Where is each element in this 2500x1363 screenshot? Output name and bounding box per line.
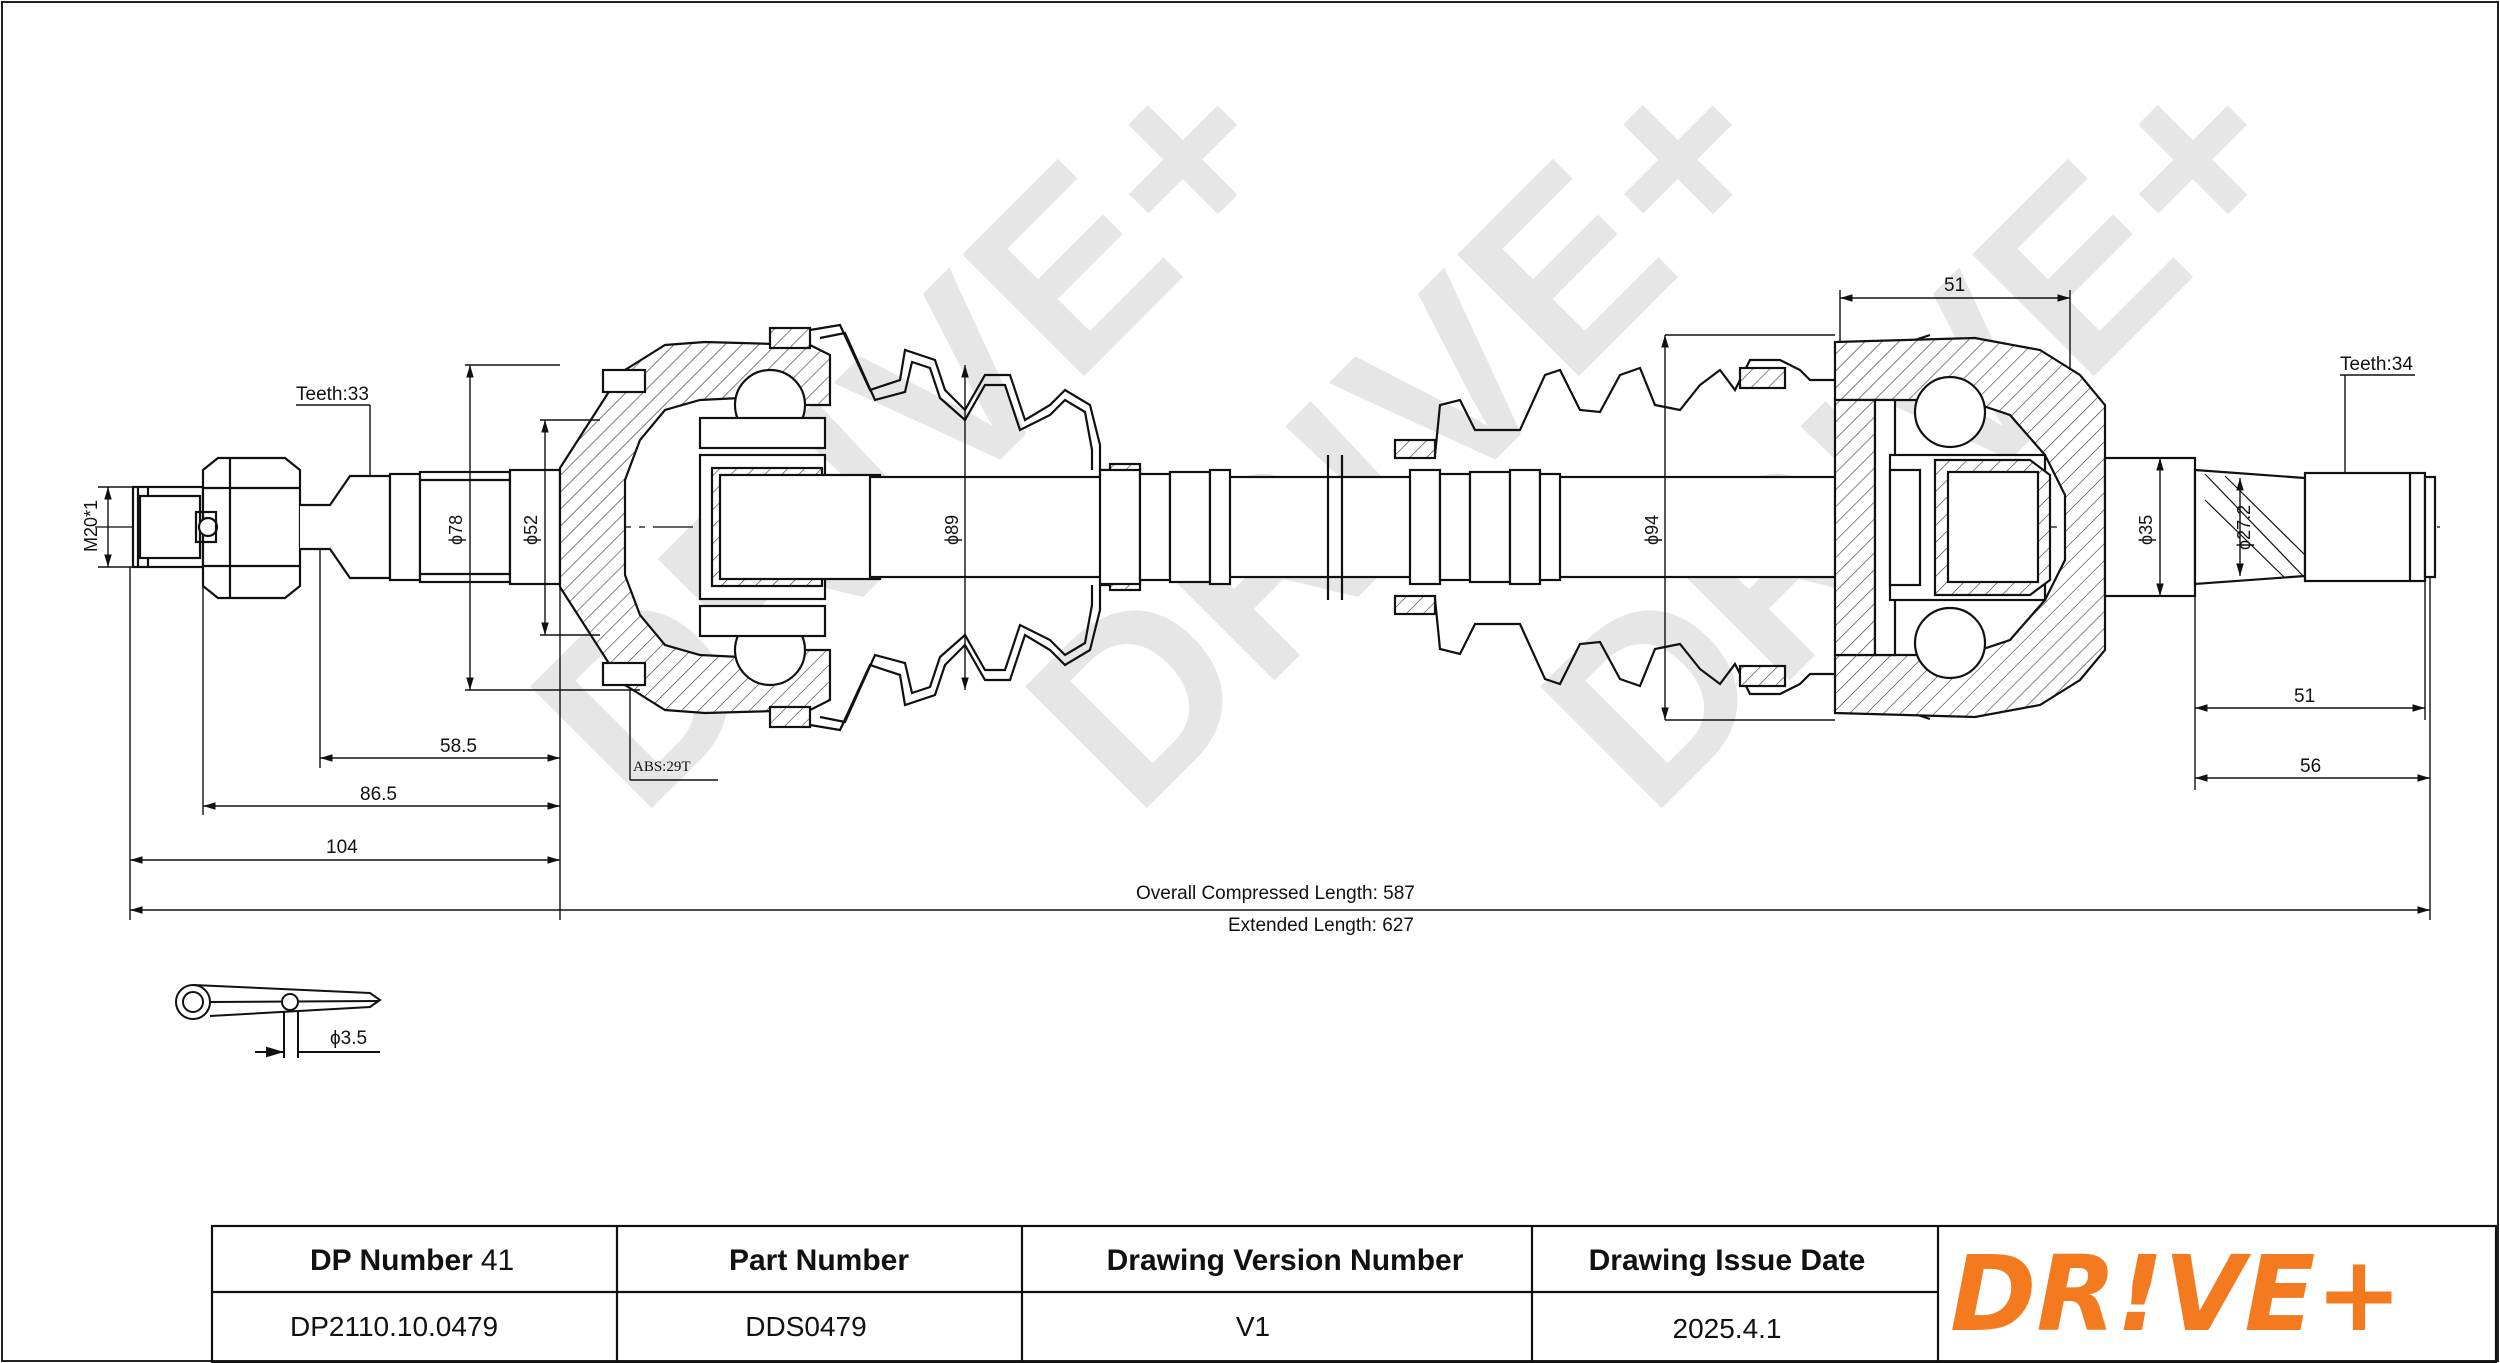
diameter-52-label: ϕ52 xyxy=(521,515,541,545)
thread-dimension: M20*1 xyxy=(81,500,101,552)
teeth-left-label: Teeth:33 xyxy=(296,384,369,405)
teeth-right-label: Teeth:34 xyxy=(2340,354,2413,375)
length-51-right-label: 51 xyxy=(2294,686,2315,707)
diameter-94-label: ϕ94 xyxy=(1642,515,1662,545)
drawing-version-heading: Drawing Version Number xyxy=(1107,1244,1464,1277)
title-block xyxy=(210,1224,2498,1363)
overall-length-label: Overall Compressed Length: 587 xyxy=(1136,883,1415,904)
inner-cv-joint xyxy=(1833,336,2107,719)
diameter-89-label: ϕ89 xyxy=(942,515,962,545)
middle-shaft xyxy=(868,455,1952,600)
diameter-78-label: ϕ78 xyxy=(446,515,466,545)
part-number-value: DDS0479 xyxy=(745,1311,866,1342)
left-boot xyxy=(768,323,1142,732)
length-56-label: 56 xyxy=(2300,756,2321,777)
drawing-date-value: 2025.4.1 xyxy=(1673,1313,1782,1344)
extended-length-label: Extended Length: 627 xyxy=(1228,915,1414,936)
diameter-35-label: ϕ35 xyxy=(2136,515,2156,545)
part-number-heading: Part Number xyxy=(729,1244,909,1277)
right-stub-shaft xyxy=(2103,456,2437,598)
diameter-27-label: ϕ27.2 xyxy=(2234,505,2254,550)
abs-label: ABS:29T xyxy=(633,759,691,775)
length-58-5-label: 58.5 xyxy=(440,736,477,757)
split-pin xyxy=(175,984,382,1058)
length-86-5-label: 86.5 xyxy=(360,784,397,805)
dp-number-label: DP Number xyxy=(310,1244,473,1277)
left-shaft-end xyxy=(131,456,562,600)
dimension-lines xyxy=(98,290,2431,920)
length-51-top-label: 51 xyxy=(1944,275,1965,296)
drive-logo: DR!VE+ xyxy=(1950,1233,2403,1355)
drawing-date-heading: Drawing Issue Date xyxy=(1589,1244,1866,1277)
pin-diameter-label: ϕ3.5 xyxy=(330,1028,367,1049)
dp-number-suffix: 41 xyxy=(481,1244,514,1277)
length-104-label: 104 xyxy=(326,837,358,858)
drawing-version-value: V1 xyxy=(1236,1311,1270,1342)
dp-number-value: DP2110.10.0479 xyxy=(290,1311,498,1342)
outer-cv-joint xyxy=(558,340,882,715)
